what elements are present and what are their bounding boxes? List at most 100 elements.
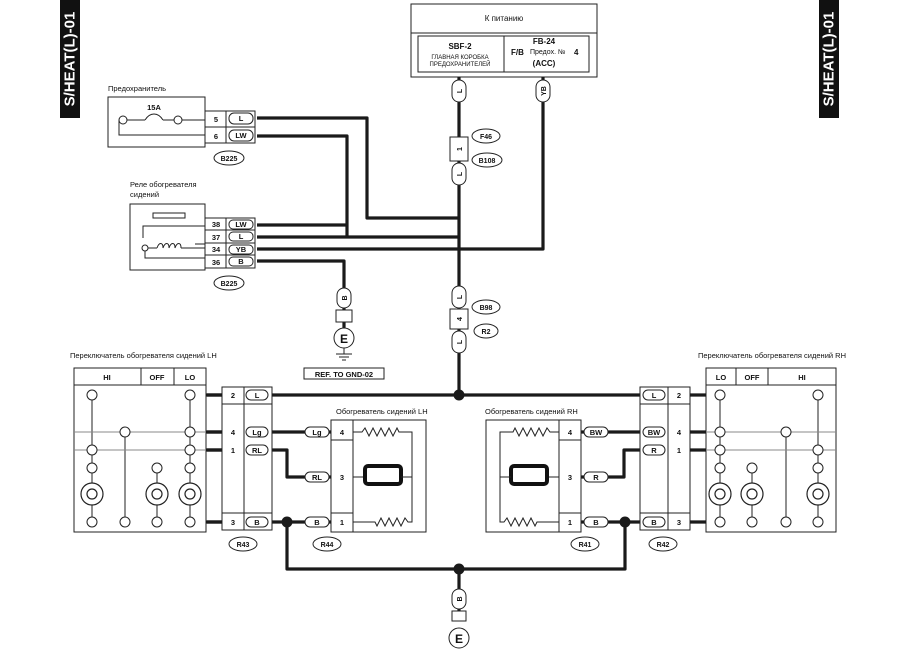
- fb-fuse-label: Предох. №: [530, 49, 565, 56]
- junction-dots: [281, 389, 631, 575]
- wire-label-ovals: L YB L L L B B: [336, 79, 551, 610]
- svg-text:L: L: [457, 88, 464, 93]
- svg-text:RL: RL: [252, 446, 262, 455]
- svg-text:3: 3: [677, 518, 681, 527]
- svg-text:OFF: OFF: [150, 373, 165, 382]
- svg-text:1: 1: [340, 518, 344, 527]
- fb-fuse-number: 4: [574, 48, 579, 57]
- svg-text:BW: BW: [590, 428, 603, 437]
- svg-text:1: 1: [677, 446, 681, 455]
- svg-text:R: R: [651, 446, 657, 455]
- heater-rh-title: Обогреватель сидений RH: [485, 407, 578, 416]
- seat-heater-switch-lh: Переключатель обогревателя сидений LH HI…: [70, 351, 273, 552]
- label-b98: B98: [480, 305, 493, 312]
- svg-text:6: 6: [214, 132, 218, 141]
- svg-text:YB: YB: [541, 86, 548, 96]
- fuse-15a: Предохранитель 15A 5 6 L LW B225: [107, 84, 256, 166]
- svg-text:YB: YB: [236, 245, 247, 254]
- svg-text:LW: LW: [235, 220, 247, 229]
- svg-text:Lg: Lg: [252, 428, 262, 437]
- svg-text:B: B: [651, 518, 657, 527]
- svg-text:1: 1: [231, 446, 235, 455]
- fb-prefix: F/B: [511, 48, 524, 57]
- seat-heater-relay: Реле обогревателя сидений 38 37 34 36 LW…: [129, 180, 256, 291]
- fuse-connector: B225: [221, 156, 238, 163]
- connector-f46-b108: 1 F46 B108: [449, 128, 503, 168]
- label-f46: F46: [480, 134, 492, 141]
- svg-text:4: 4: [457, 317, 464, 321]
- svg-text:L: L: [255, 391, 260, 400]
- svg-text:34: 34: [212, 245, 221, 254]
- svg-text:37: 37: [212, 233, 220, 242]
- svg-text:4: 4: [231, 428, 236, 437]
- ground-relay: E REF. TO GND-02: [303, 309, 385, 380]
- svg-text:5: 5: [214, 115, 218, 124]
- svg-text:38: 38: [212, 220, 220, 229]
- svg-text:E: E: [455, 632, 463, 646]
- svg-text:LO: LO: [185, 373, 196, 382]
- ground-symbol: E: [340, 332, 348, 346]
- svg-text:B: B: [314, 518, 320, 527]
- wires: [207, 77, 676, 620]
- heater-lh-connector: R44: [321, 542, 334, 549]
- svg-text:R: R: [593, 473, 599, 482]
- svg-text:B: B: [457, 596, 464, 601]
- heater-lh-title: Обогреватель сидений LH: [336, 407, 428, 416]
- svg-text:B: B: [254, 518, 260, 527]
- fuse-title: Предохранитель: [108, 84, 166, 93]
- power-supply-box: К питанию SBF-2 ГЛАВНАЯ КОРОБКА ПРЕДОХРА…: [410, 3, 598, 78]
- seat-heater-lh: Обогреватель сидений LH 4 3 1 Lg RL B R4…: [304, 407, 428, 552]
- sbf-line1: ГЛАВНАЯ КОРОБКА: [431, 55, 488, 61]
- fuse-rating: 15A: [147, 103, 161, 112]
- switch-stubs: [206, 393, 706, 524]
- svg-text:36: 36: [212, 258, 220, 267]
- svg-text:3: 3: [340, 473, 344, 482]
- switch-lh-title: Переключатель обогревателя сидений LH: [70, 351, 217, 360]
- svg-text:LO: LO: [716, 373, 727, 382]
- svg-text:4: 4: [677, 428, 682, 437]
- svg-text:L: L: [457, 339, 464, 344]
- svg-text:L: L: [457, 294, 464, 299]
- switch-lh-connector: R43: [237, 542, 250, 549]
- svg-text:1: 1: [457, 147, 464, 151]
- svg-text:RL: RL: [312, 473, 322, 482]
- relay-connector: B225: [221, 281, 238, 288]
- svg-text:LW: LW: [235, 131, 247, 140]
- svg-text:2: 2: [231, 391, 235, 400]
- svg-text:4: 4: [568, 428, 573, 437]
- svg-text:L: L: [457, 171, 464, 176]
- svg-text:B: B: [238, 257, 244, 266]
- ground-ref: REF. TO GND-02: [315, 370, 373, 379]
- relay-title-2: сидений: [130, 190, 159, 199]
- svg-text:1: 1: [568, 518, 572, 527]
- side-label-left: S/HEAT(L)-01: [60, 0, 80, 118]
- label-b108: B108: [479, 158, 496, 165]
- svg-text:L: L: [239, 232, 244, 241]
- svg-text:B: B: [593, 518, 599, 527]
- seat-heater-rh: Обогреватель сидений RH 4 3 1 BW R B R41: [485, 407, 609, 552]
- connector-b98-r2: 4 B98 R2: [449, 299, 501, 339]
- heater-rh-connector: R41: [579, 542, 592, 549]
- svg-text:BW: BW: [648, 428, 661, 437]
- svg-text:2: 2: [677, 391, 681, 400]
- svg-text:4: 4: [340, 428, 345, 437]
- seat-heater-switch-rh: Переключатель обогревателя сидений RH LO…: [639, 351, 846, 552]
- label-r2: R2: [482, 329, 491, 336]
- svg-text:L: L: [652, 391, 657, 400]
- relay-title-1: Реле обогревателя: [130, 180, 197, 189]
- side-label-right: S/HEAT(L)-01: [819, 0, 839, 118]
- svg-text:B: B: [342, 295, 349, 300]
- fb-code: FB-24: [533, 37, 556, 46]
- power-title: К питанию: [485, 14, 524, 23]
- svg-text:3: 3: [568, 473, 572, 482]
- fb-acc: (ACC): [533, 59, 556, 68]
- svg-text:HI: HI: [798, 373, 806, 382]
- svg-text:3: 3: [231, 518, 235, 527]
- svg-text:Lg: Lg: [312, 428, 322, 437]
- switch-rh-connector: R42: [657, 542, 670, 549]
- svg-text:L: L: [239, 114, 244, 123]
- svg-text:OFF: OFF: [745, 373, 760, 382]
- svg-text:HI: HI: [103, 373, 111, 382]
- sbf-code: SBF-2: [448, 42, 472, 51]
